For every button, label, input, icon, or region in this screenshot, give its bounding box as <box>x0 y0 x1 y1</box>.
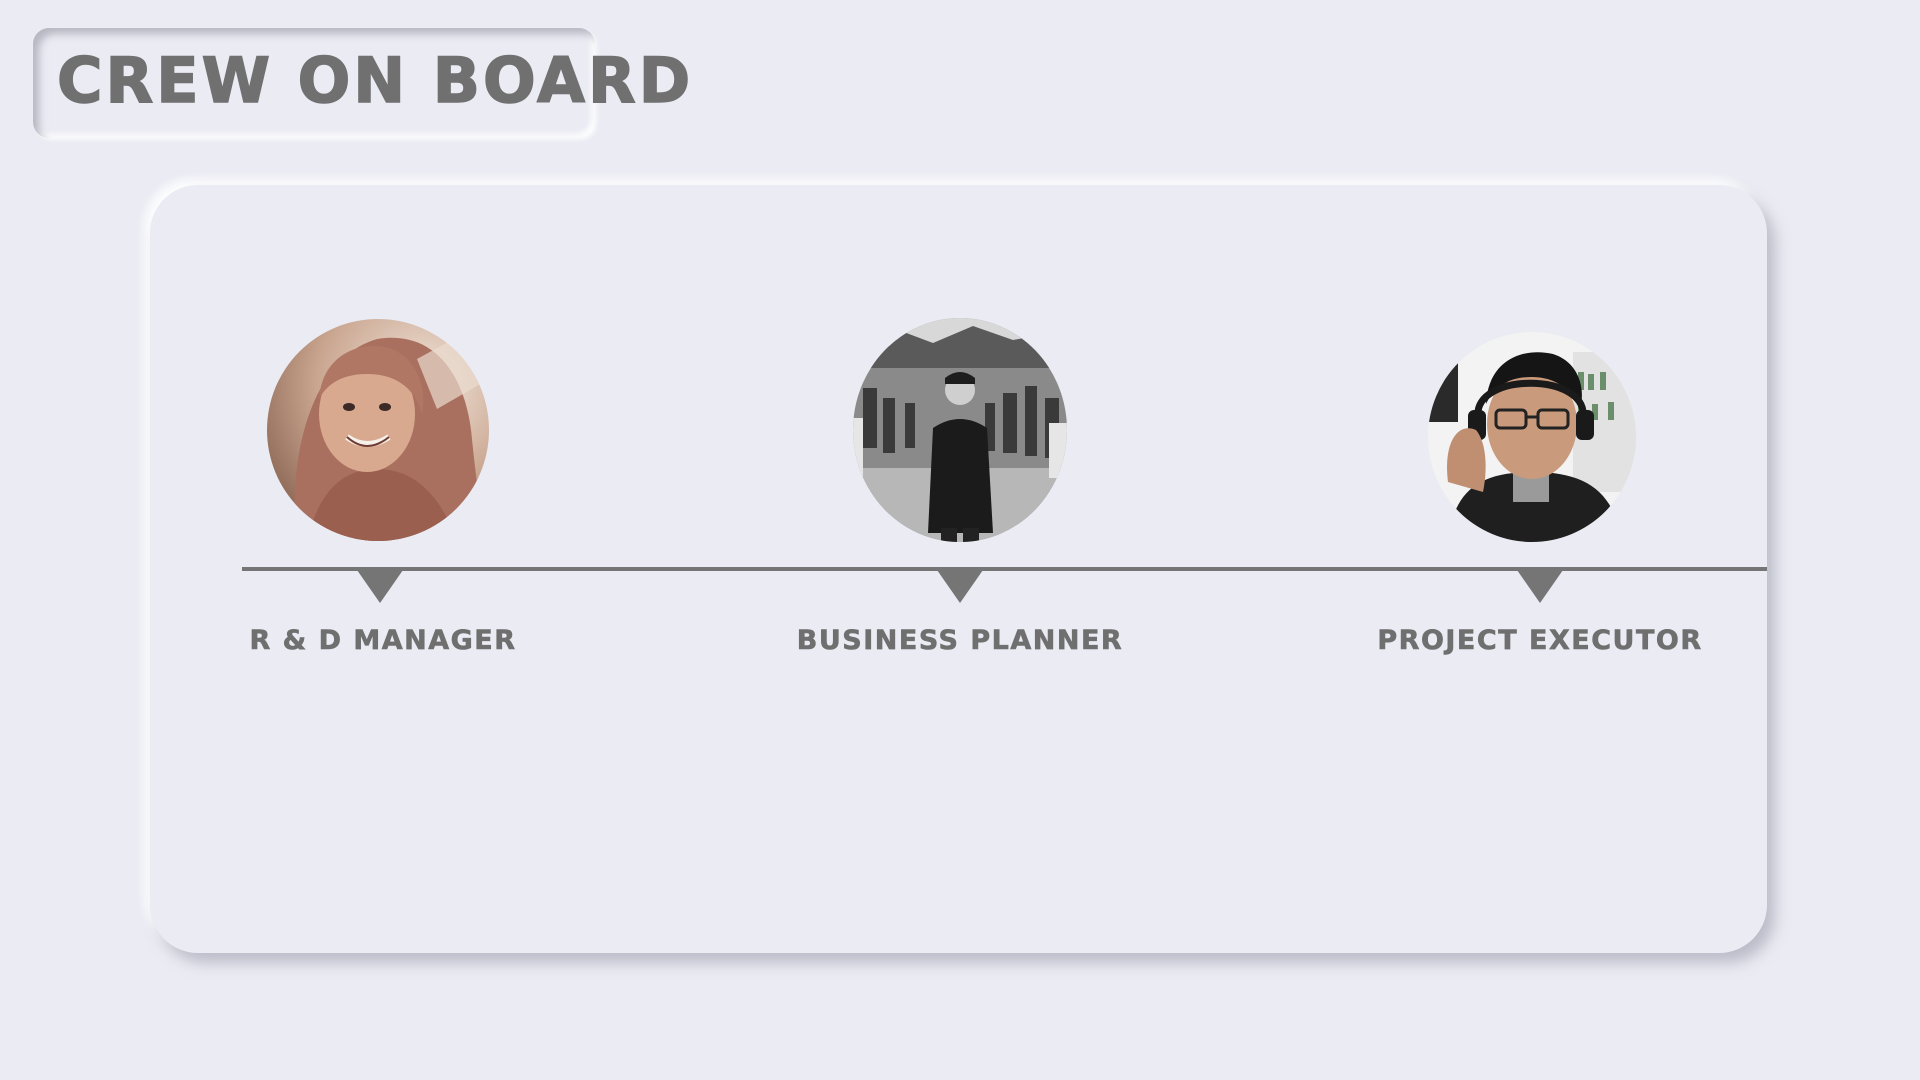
timeline-marker <box>357 570 403 603</box>
person-standing-crowd-photo-icon <box>853 318 1067 542</box>
page-title: CREW ON BOARD <box>56 43 694 118</box>
avatar-business-planner <box>853 318 1067 542</box>
crew-panel: R & D MANAGER <box>150 185 1767 953</box>
timeline-line <box>242 567 1767 571</box>
avatar-rd-manager <box>267 319 489 541</box>
timeline-marker <box>937 570 983 603</box>
role-label-rd-manager: R & D MANAGER <box>249 625 517 657</box>
person-headphones-photo-icon <box>1428 332 1636 542</box>
role-label-business-planner: BUSINESS PLANNER <box>796 625 1124 657</box>
timeline-marker <box>1517 570 1563 603</box>
title-card: CREW ON BOARD <box>33 28 691 138</box>
role-label-project-executor: PROJECT EXECUTOR <box>1377 625 1703 657</box>
person-hijab-photo-icon <box>267 319 489 541</box>
avatar-project-executor <box>1428 332 1636 542</box>
